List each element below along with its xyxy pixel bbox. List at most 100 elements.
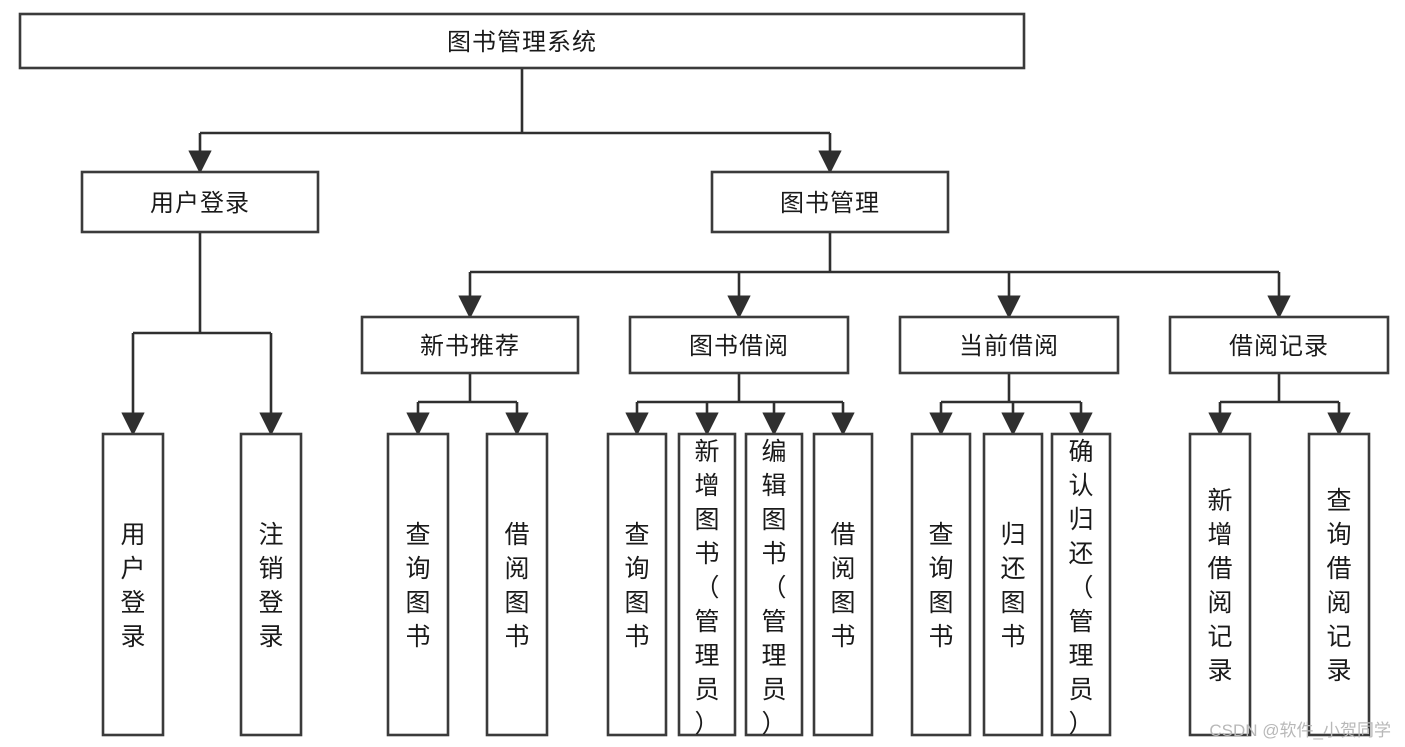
node-box-book-borrow bbox=[628, 315, 850, 375]
node-label-user-login-login: 录 bbox=[120, 623, 145, 651]
node-label-borrow-edit-book: 图 bbox=[761, 506, 786, 534]
node-box-current-query-book bbox=[910, 432, 972, 737]
node-box-current-return-book bbox=[982, 432, 1044, 737]
node-label-current-query-book: 书 bbox=[928, 623, 953, 651]
node-label-book-borrow: 图书借阅 bbox=[689, 333, 789, 360]
node-label-current-query-book: 图 bbox=[928, 589, 953, 617]
node-box-current-confirm-return bbox=[1050, 432, 1112, 737]
node-label-borrow-borrow-book: 阅 bbox=[830, 555, 855, 583]
node-label-record-add: 阅 bbox=[1207, 589, 1232, 617]
node-label-borrow-query-book: 询 bbox=[624, 555, 649, 583]
node-label-record-query: 录 bbox=[1326, 657, 1351, 685]
node-new-book-recommend[interactable]: 新书推荐 bbox=[360, 315, 580, 375]
node-label-record-query: 询 bbox=[1326, 521, 1351, 549]
node-box-borrow-edit-book bbox=[744, 432, 804, 737]
node-box-new-book-query bbox=[386, 432, 450, 737]
node-label-record-add: 新 bbox=[1207, 487, 1232, 515]
node-label-borrow-add-book: 理 bbox=[694, 642, 719, 670]
node-current-borrow[interactable]: 当前借阅 bbox=[898, 315, 1120, 375]
node-box-root bbox=[18, 12, 1026, 70]
node-label-new-book-borrow: 借 bbox=[504, 521, 529, 549]
node-label-borrow-query-book: 图 bbox=[624, 589, 649, 617]
node-label-record-query: 记 bbox=[1326, 623, 1351, 651]
node-label-current-confirm-return: （ bbox=[1068, 574, 1093, 602]
node-box-user-login bbox=[80, 170, 320, 234]
node-label-current-query-book: 查 bbox=[928, 521, 953, 549]
node-label-user-login-login: 用 bbox=[120, 521, 145, 549]
node-label-current-confirm-return: ） bbox=[1068, 710, 1093, 738]
node-label-current-return-book: 书 bbox=[1000, 623, 1025, 651]
node-label-new-book-recommend: 新书推荐 bbox=[420, 333, 520, 360]
node-boxes: 图书管理系统用户登录图书管理用户登录注销登录新书推荐图书借阅当前借阅借阅记录查询… bbox=[18, 12, 1390, 738]
node-label-current-confirm-return: 确 bbox=[1068, 438, 1093, 466]
node-label-borrow-query-book: 查 bbox=[624, 521, 649, 549]
node-label-current-query-book: 询 bbox=[928, 555, 953, 583]
node-user-login-login[interactable]: 用户登录 bbox=[101, 432, 165, 737]
node-label-record-add: 借 bbox=[1207, 555, 1232, 583]
node-box-user-login-login bbox=[101, 432, 165, 737]
node-label-borrow-record: 借阅记录 bbox=[1229, 333, 1329, 360]
node-label-record-add: 录 bbox=[1207, 657, 1232, 685]
node-user-login[interactable]: 用户登录 bbox=[80, 170, 320, 234]
watermark-label: CSDN @软件_小贺同学 bbox=[1209, 721, 1391, 740]
node-label-current-return-book: 归 bbox=[1000, 521, 1025, 549]
node-label-user-login-logout: 登 bbox=[258, 589, 283, 617]
node-label-current-confirm-return: 管 bbox=[1068, 608, 1093, 636]
node-label-current-return-book: 图 bbox=[1000, 589, 1025, 617]
node-label-borrow-edit-book: 员 bbox=[761, 676, 786, 704]
node-box-record-query bbox=[1307, 432, 1371, 737]
node-box-borrow-add-book bbox=[677, 432, 737, 737]
node-label-borrow-edit-book: 辑 bbox=[761, 472, 786, 500]
node-box-borrow-query-book bbox=[606, 432, 668, 737]
node-label-user-login-logout: 销 bbox=[258, 555, 283, 583]
node-label-borrow-edit-book: 管 bbox=[761, 608, 786, 636]
node-label-current-confirm-return: 归 bbox=[1068, 506, 1093, 534]
node-book-borrow[interactable]: 图书借阅 bbox=[628, 315, 850, 375]
connector-lines bbox=[121, 68, 1351, 436]
node-borrow-record[interactable]: 借阅记录 bbox=[1168, 315, 1390, 375]
node-label-new-book-query: 查 bbox=[405, 521, 430, 549]
node-label-new-book-query: 询 bbox=[405, 555, 430, 583]
node-box-borrow-record bbox=[1168, 315, 1390, 375]
node-label-new-book-borrow: 图 bbox=[504, 589, 529, 617]
node-box-current-borrow bbox=[898, 315, 1120, 375]
node-label-record-add: 增 bbox=[1207, 521, 1232, 549]
node-label-borrow-add-book: 员 bbox=[694, 676, 719, 704]
node-label-book-management: 图书管理 bbox=[780, 190, 880, 217]
node-box-record-add bbox=[1188, 432, 1252, 737]
node-label-record-add: 记 bbox=[1207, 623, 1232, 651]
node-label-new-book-borrow: 阅 bbox=[504, 555, 529, 583]
node-box-borrow-borrow-book bbox=[812, 432, 874, 737]
node-label-borrow-borrow-book: 图 bbox=[830, 589, 855, 617]
node-label-current-confirm-return: 认 bbox=[1068, 472, 1093, 500]
node-label-borrow-add-book: ） bbox=[694, 710, 719, 738]
node-root[interactable]: 图书管理系统 bbox=[18, 12, 1026, 70]
node-label-record-query: 阅 bbox=[1326, 589, 1351, 617]
node-label-user-login-logout: 录 bbox=[258, 623, 283, 651]
node-book-management[interactable]: 图书管理 bbox=[710, 170, 950, 234]
node-label-borrow-add-book: 图 bbox=[694, 506, 719, 534]
node-label-current-confirm-return: 员 bbox=[1068, 676, 1093, 704]
node-label-borrow-borrow-book: 借 bbox=[830, 521, 855, 549]
node-label-borrow-add-book: 书 bbox=[694, 540, 719, 568]
node-label-user-login-logout: 注 bbox=[258, 521, 283, 549]
node-label-borrow-edit-book: 理 bbox=[761, 642, 786, 670]
node-label-root: 图书管理系统 bbox=[447, 29, 597, 56]
node-box-new-book-recommend bbox=[360, 315, 580, 375]
node-label-borrow-edit-book: ） bbox=[761, 710, 786, 738]
node-label-borrow-query-book: 书 bbox=[624, 623, 649, 651]
node-label-user-login-login: 户 bbox=[120, 555, 145, 583]
